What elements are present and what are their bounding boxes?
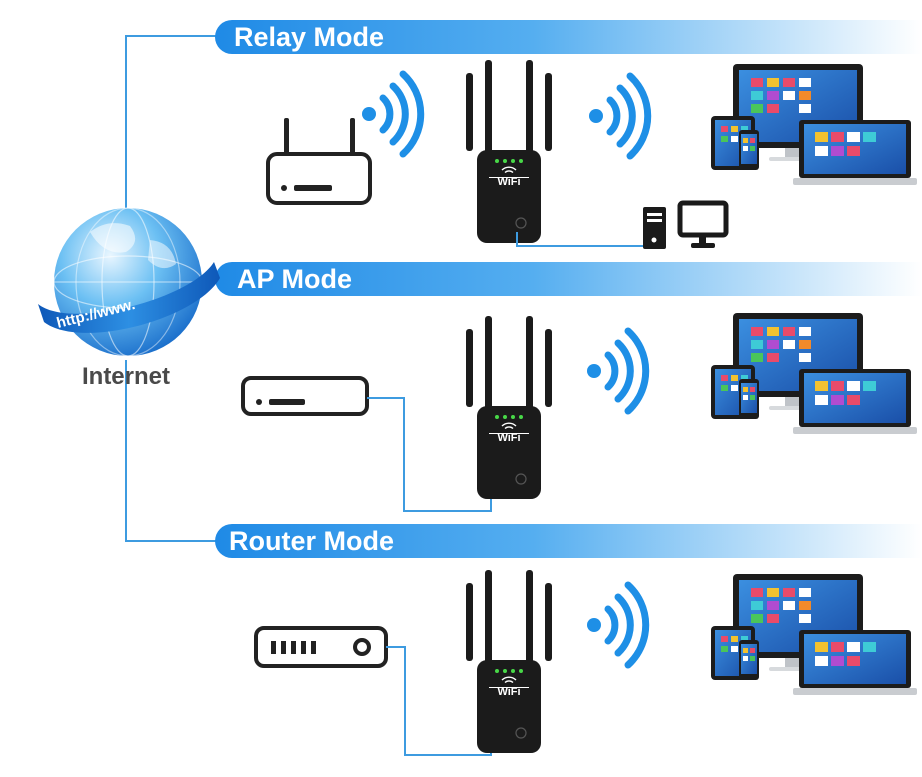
relay-mode-banner: Relay Mode bbox=[215, 20, 922, 54]
internet-label: Internet bbox=[82, 363, 170, 390]
devices-icon bbox=[711, 574, 917, 695]
ap-mode-label: AP Mode bbox=[237, 264, 352, 294]
wifi-signal-icon bbox=[362, 74, 421, 154]
wifi-signal-icon bbox=[587, 585, 646, 665]
internet-router-line bbox=[125, 360, 218, 542]
wifi-signal-icon bbox=[589, 76, 648, 156]
extender-brand-label: WiFi bbox=[497, 432, 520, 444]
devices-icon bbox=[711, 64, 917, 185]
router-icon bbox=[266, 118, 372, 205]
ap-wired-line bbox=[367, 397, 492, 512]
extender-brand-label: WiFi bbox=[497, 686, 520, 698]
internet-trunk-line bbox=[125, 35, 218, 250]
extender-icon bbox=[465, 569, 553, 754]
desktop-pc-icon bbox=[643, 200, 729, 249]
switch-icon bbox=[254, 626, 388, 668]
extender-icon bbox=[465, 59, 553, 244]
relay-mode-label: Relay Mode bbox=[234, 22, 384, 52]
devices-icon bbox=[711, 313, 917, 434]
modem-icon bbox=[241, 376, 369, 416]
router-mode-banner: Router Mode bbox=[215, 524, 922, 558]
router-wired-line bbox=[386, 646, 492, 756]
globe-icon: http://www. bbox=[38, 207, 220, 357]
router-mode-label: Router Mode bbox=[229, 526, 394, 556]
wifi-signal-icon bbox=[587, 331, 646, 411]
extender-icon bbox=[465, 315, 553, 500]
extender-brand-label: WiFi bbox=[497, 176, 520, 188]
ap-mode-banner: AP Mode bbox=[215, 262, 922, 296]
relay-wired-line bbox=[516, 232, 646, 247]
